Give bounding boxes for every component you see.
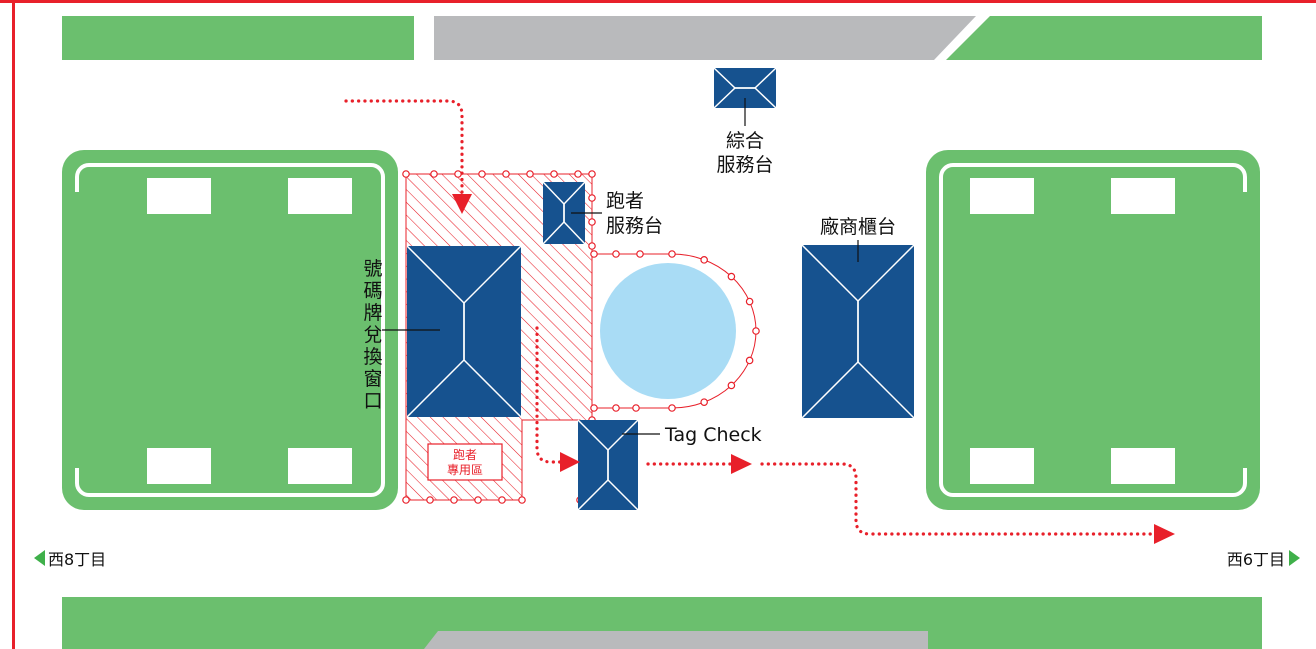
- booth-runner-desk: [542, 181, 602, 245]
- arrowhead-right-mid: [731, 454, 752, 474]
- booth-bib-pickup: [382, 245, 522, 418]
- fence-post: [474, 496, 482, 504]
- fence-post: [700, 398, 708, 406]
- fence-post: [518, 496, 526, 504]
- booth-info-desk: [713, 67, 777, 126]
- right-direction-icon: [1289, 550, 1300, 566]
- zone-fence-posts: [402, 170, 596, 504]
- info-desk-label-line1: 綜合: [726, 130, 764, 152]
- fence-post: [402, 170, 410, 178]
- bib-pickup-char-3: 牌: [363, 302, 382, 324]
- park-strip-top-left: [62, 16, 414, 60]
- runner-desk-label-line1: 跑者: [606, 190, 644, 212]
- fence-post: [612, 404, 620, 412]
- bib-pickup-char-7: 口: [363, 390, 382, 412]
- bib-pickup-char-4: 兌: [363, 324, 382, 346]
- west-8-label: 西8丁目: [48, 550, 106, 569]
- fence-post: [590, 404, 598, 412]
- tag-check-label: Tag Check: [664, 424, 762, 446]
- fence-post: [502, 170, 510, 178]
- fence-post: [402, 496, 410, 504]
- park-strip-top-right: [946, 16, 1262, 60]
- fence-post: [632, 404, 640, 412]
- bib-pickup-char-2: 碼: [363, 280, 382, 302]
- booth-tag-check: [577, 419, 660, 511]
- fence-post: [588, 170, 596, 178]
- vendor-counter-label: 廠商櫃台: [820, 215, 896, 238]
- runner-zone-label-line1: 跑者: [453, 448, 477, 462]
- route-arrowheads: [452, 194, 1175, 544]
- fence-post: [636, 250, 644, 258]
- fence-post: [745, 356, 754, 365]
- fence-post: [526, 170, 534, 178]
- runner-zone-label-box: [427, 443, 503, 481]
- road-bottom: [424, 631, 928, 649]
- fence-post: [727, 272, 736, 281]
- fence-post: [752, 327, 760, 335]
- fence-post: [668, 404, 676, 412]
- fence-post: [454, 170, 462, 178]
- walking-route: [344, 99, 1158, 536]
- bib-pickup-char-5: 換: [363, 346, 382, 368]
- arrowhead-right-tag: [560, 452, 580, 472]
- runner-zone-label-line2: 專用區: [447, 463, 483, 477]
- bib-pickup-label: 號 碼 牌 兌 換 窗 口: [363, 258, 382, 412]
- fence-post: [426, 496, 434, 504]
- fence-post: [574, 170, 582, 178]
- road-top: [434, 16, 976, 60]
- fence-post: [588, 242, 596, 250]
- left-direction-icon: [34, 550, 45, 566]
- fence-post: [588, 218, 596, 226]
- fountain-fence-posts: [590, 250, 760, 412]
- fence-post: [450, 496, 458, 504]
- info-desk-label-line2: 服務台: [716, 154, 773, 176]
- fence-post: [550, 170, 558, 178]
- fence-post: [478, 170, 486, 178]
- fence-post: [590, 250, 598, 258]
- right-park-block: [926, 150, 1260, 510]
- arrowhead-down: [452, 194, 472, 214]
- runner-desk-label-line2: 服務台: [606, 215, 663, 237]
- fence-post: [700, 256, 708, 264]
- fence-post: [745, 297, 754, 306]
- fence-post: [588, 194, 596, 202]
- west-6-label: 西6丁目: [1227, 550, 1285, 569]
- booth-vendor-counter: [801, 240, 915, 419]
- fence-post: [668, 250, 676, 258]
- fence-post: [612, 250, 620, 258]
- fence-post: [498, 496, 506, 504]
- fence-post: [727, 381, 736, 390]
- bib-pickup-char-6: 窗: [363, 368, 382, 390]
- arrowhead-right-exit: [1154, 524, 1175, 544]
- fence-post: [430, 170, 438, 178]
- bib-pickup-char-1: 號: [363, 258, 382, 280]
- fountain: [590, 250, 760, 412]
- left-park-block: [62, 150, 398, 510]
